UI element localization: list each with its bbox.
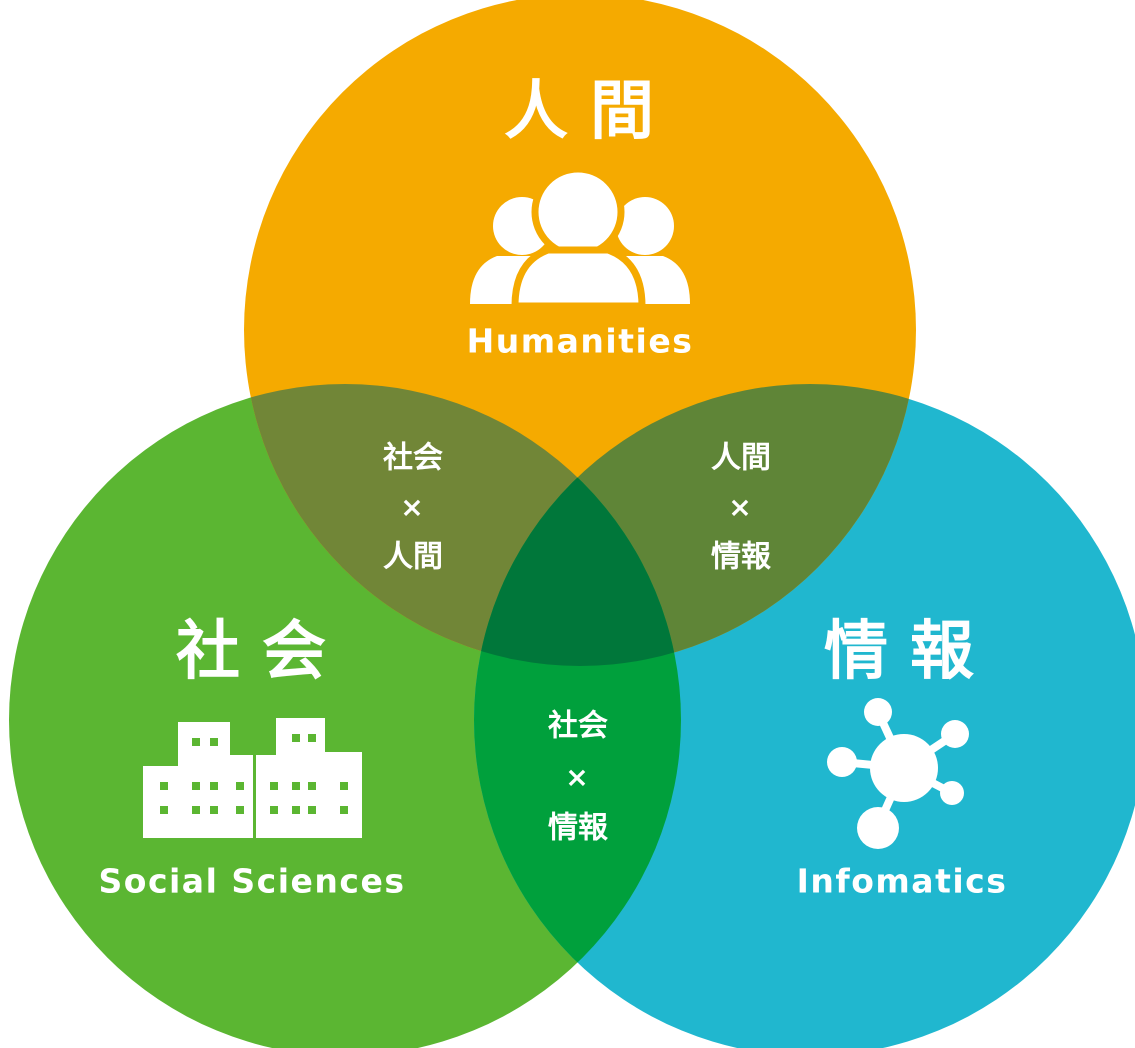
informatics-subtitle: Infomatics xyxy=(797,862,1008,901)
overlap-si-line2: 情報 xyxy=(548,811,609,846)
overlap-sh-times: × xyxy=(400,491,423,524)
social-title: 社会 xyxy=(176,615,348,689)
social-subtitle: Social Sciences xyxy=(99,862,406,901)
humanities-subtitle: Humanities xyxy=(467,322,694,361)
humanities-title: 人間 xyxy=(504,75,676,149)
humanities-informatics-overlap xyxy=(474,384,916,666)
network-icon xyxy=(827,698,969,849)
informatics-title: 情報 xyxy=(824,615,996,689)
overlap-sh-line1: 社会 xyxy=(383,441,443,476)
overlap-si-times: × xyxy=(565,761,588,794)
social-humanities-overlap xyxy=(244,384,681,666)
overlap-hi-line2: 情報 xyxy=(711,540,772,575)
buildings-icon xyxy=(143,718,362,838)
people-icon xyxy=(470,165,690,310)
overlap-si-line1: 社会 xyxy=(548,709,608,744)
overlap-hi-times: × xyxy=(728,491,751,524)
overlap-sh-line2: 人間 xyxy=(383,540,443,575)
overlap-hi-line1: 人間 xyxy=(711,441,771,476)
